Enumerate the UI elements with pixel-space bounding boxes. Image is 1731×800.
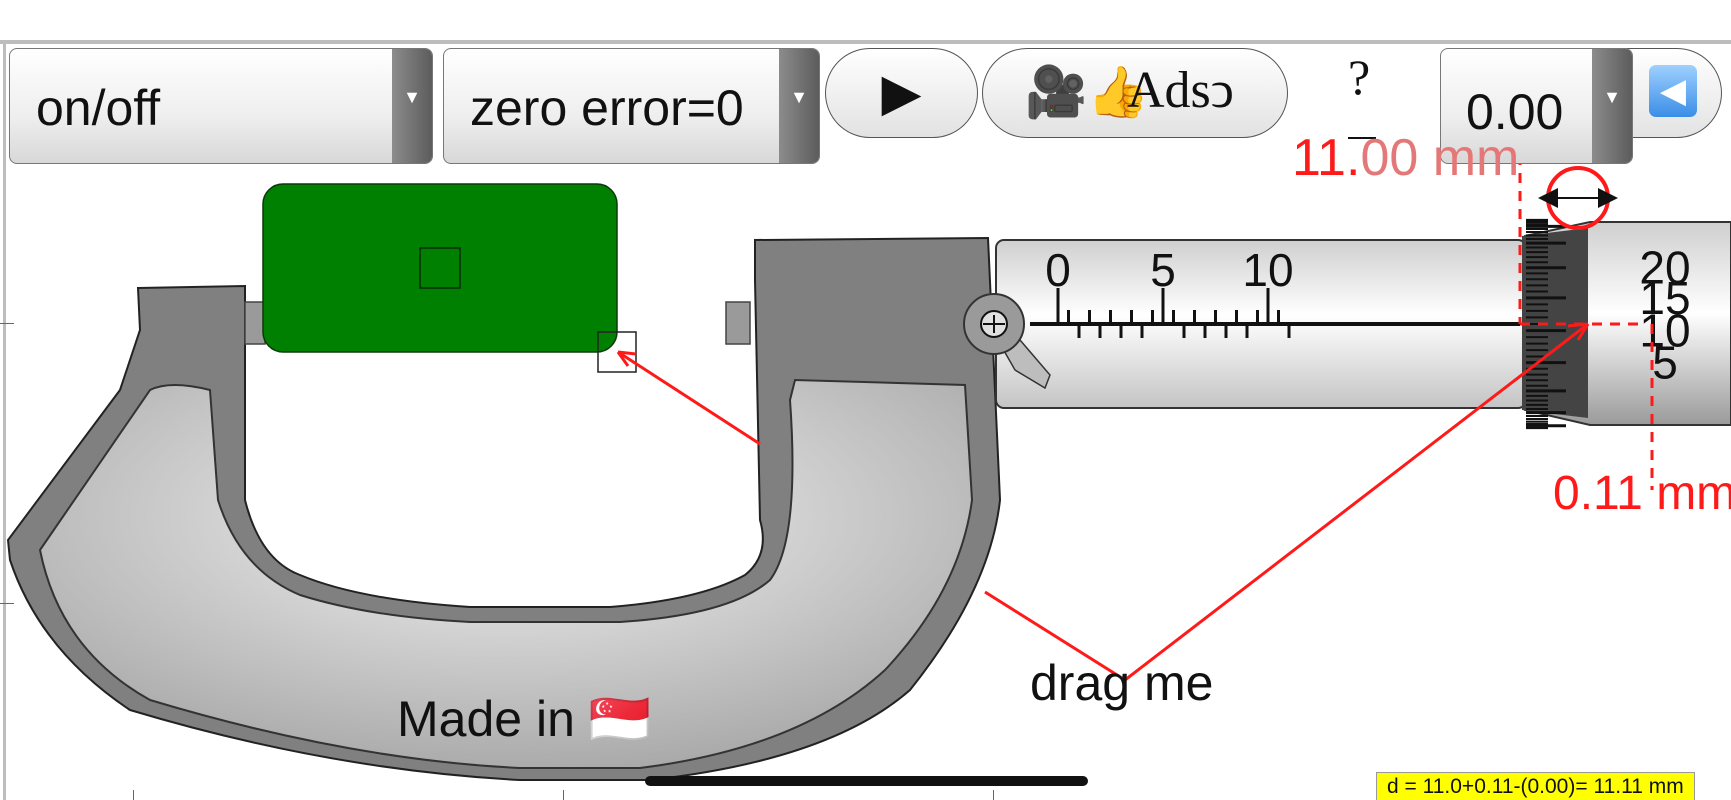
left-ruler-tick bbox=[0, 603, 14, 604]
zero-error-select-value: zero error=0 bbox=[470, 80, 744, 136]
thimble-label: 5 bbox=[1652, 337, 1678, 389]
power-select-value: on/off bbox=[36, 80, 161, 136]
top-border bbox=[0, 40, 1731, 44]
frame-inner bbox=[38, 378, 974, 769]
ratchet-left-arrow-icon bbox=[1538, 188, 1558, 208]
chevron-down-icon: ▼ bbox=[790, 87, 808, 107]
sleeve-labels: 0 5 10 bbox=[1045, 244, 1293, 296]
thimble-label: 15 bbox=[1639, 272, 1690, 324]
singapore-flag-icon: 🇸🇬 bbox=[588, 691, 652, 747]
drag-line-left bbox=[984, 590, 1126, 682]
main-scale-reading-value: 11. bbox=[1292, 129, 1361, 187]
result-readout: d = 11.0+0.11-(0.00)= 11.11 mm bbox=[1376, 772, 1695, 800]
zero-error-select-dropdown[interactable]: ▼ bbox=[779, 49, 819, 163]
power-select-dropdown[interactable]: ▼ bbox=[392, 49, 432, 163]
play-icon: ▶ bbox=[881, 64, 922, 122]
zero-error-value-dropdown[interactable]: ▼ bbox=[1592, 49, 1632, 163]
bottom-ruler-tick bbox=[993, 790, 994, 800]
pointer-line-to-object bbox=[617, 350, 761, 446]
play-button[interactable]: ▶ bbox=[825, 48, 978, 138]
object-center-handle[interactable] bbox=[419, 247, 461, 289]
chevron-down-icon: ▼ bbox=[1603, 87, 1621, 107]
made-in-text: Made in bbox=[397, 691, 575, 747]
measured-object[interactable] bbox=[262, 183, 618, 353]
drag-hint-label: drag me bbox=[1030, 655, 1214, 711]
ads-button-label: Adsↄ bbox=[1127, 62, 1234, 119]
power-select[interactable]: on/off ▼ bbox=[9, 48, 433, 164]
left-ruler-tick bbox=[0, 323, 14, 324]
bottom-ruler-tick bbox=[563, 790, 564, 800]
main-scale-reading: 11.00 mm bbox=[1292, 128, 1519, 188]
help-underline bbox=[1348, 137, 1376, 139]
sleeve-label: 10 bbox=[1242, 244, 1293, 296]
main-scale-reading-unit: 00 mm bbox=[1360, 129, 1520, 187]
camera-thumbs-up-icon: 🎥👍 bbox=[1025, 64, 1150, 120]
zero-error-value: 0.00 bbox=[1466, 84, 1564, 140]
ads-button[interactable]: 🎥👍 Adsↄ bbox=[982, 48, 1288, 138]
help-button[interactable]: ? bbox=[1348, 49, 1371, 105]
spindle-stub bbox=[725, 301, 751, 345]
ratchet-right-arrow-icon bbox=[1598, 188, 1618, 208]
bottom-ruler-tick bbox=[133, 790, 134, 800]
thimble-label: 20 bbox=[1639, 242, 1690, 294]
pointer-arrowhead bbox=[616, 350, 637, 367]
thimble-bevel bbox=[1522, 228, 1588, 418]
drag-line-right bbox=[1124, 322, 1589, 682]
sleeve-label: 5 bbox=[1150, 244, 1176, 296]
zero-error-select[interactable]: zero error=0 ▼ bbox=[443, 48, 820, 164]
sleeve-ticks bbox=[1056, 288, 1291, 338]
home-indicator bbox=[645, 776, 1088, 786]
back-arrow-icon: ◀ bbox=[1649, 65, 1697, 117]
sleeve-label: 0 bbox=[1045, 244, 1071, 296]
made-in-label: Made in 🇸🇬 bbox=[397, 690, 651, 749]
chevron-down-icon: ▼ bbox=[403, 87, 421, 107]
left-border bbox=[3, 40, 6, 800]
object-resize-handle[interactable] bbox=[597, 331, 637, 373]
anvil-stub bbox=[244, 301, 266, 345]
thimble-scale-reading: 0.11 mm bbox=[1553, 467, 1731, 520]
zero-error-value-select[interactable]: 0.00 ▼ bbox=[1440, 48, 1633, 164]
thimble-label: 10 bbox=[1639, 305, 1690, 357]
